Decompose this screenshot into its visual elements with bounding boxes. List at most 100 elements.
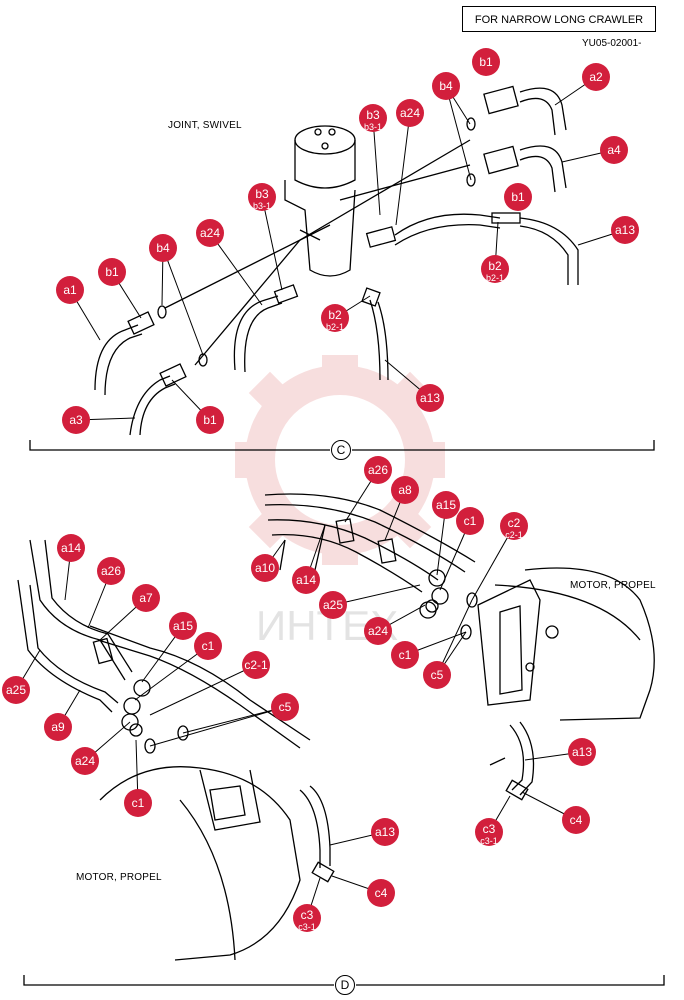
callout-label: c4: [570, 813, 583, 827]
callout-label: a14: [296, 573, 316, 587]
callout-a24: a24: [71, 747, 99, 775]
callout-a8: a8: [391, 476, 419, 504]
callout-label: c1: [132, 796, 145, 810]
callout-label: c1: [202, 639, 215, 653]
callout-a13: a13: [416, 384, 444, 412]
callout-label: a14: [61, 541, 81, 555]
callout-label: a13: [615, 223, 635, 237]
callout-a26: a26: [97, 557, 125, 585]
callout-badge-circle: [71, 747, 99, 775]
callout-label: a7: [139, 591, 153, 605]
callout-label: a25: [6, 683, 26, 697]
callout-c1: c1: [456, 507, 484, 535]
callout-badge-circle: [242, 651, 270, 679]
callout-badge-circle: [456, 507, 484, 535]
callout-label: c4: [375, 886, 388, 900]
leader-line: [471, 525, 515, 601]
callout-badge-circle: [194, 632, 222, 660]
callout-a13: a13: [611, 216, 639, 244]
callout-c4: c4: [367, 879, 395, 907]
callout-badge-circle: [562, 806, 590, 834]
callout-badge-circle: [98, 258, 126, 286]
callout-sublabel: c3-1: [298, 922, 316, 932]
callout-badge-circle: [196, 406, 224, 434]
callout-badge-circle: [57, 534, 85, 562]
callout-label: b3: [255, 187, 269, 201]
callout-sublabel: b2-1: [326, 322, 344, 332]
callout-badge-circle: [293, 904, 321, 932]
leader-line: [149, 664, 257, 716]
callout-badge-circle: [364, 617, 392, 645]
leader-line: [134, 645, 209, 701]
callout-badge-circle: [248, 183, 276, 211]
callout-a10: a10: [251, 554, 279, 582]
callout-badge-circle: [391, 476, 419, 504]
callout-label: c5: [431, 668, 444, 682]
callout-badge-circle: [2, 676, 30, 704]
callout-a4: a4: [600, 136, 628, 164]
callout-label: a8: [398, 483, 412, 497]
callout-leaders: [15, 76, 626, 919]
callout-badge-circle: [416, 384, 444, 412]
reference-code: YU05-02001-: [582, 38, 642, 49]
callout-badge-circle: [292, 566, 320, 594]
callout-badge-circle: [319, 591, 347, 619]
callout-badge-circle: [196, 219, 224, 247]
callout-label: a24: [368, 624, 388, 638]
callout-label: b3: [366, 108, 380, 122]
callout-a25: a25: [2, 676, 30, 704]
callout-badge-circle: [169, 612, 197, 640]
callout-sublabel: c3-1: [480, 836, 498, 846]
callout-badge-circle: [371, 818, 399, 846]
callout-label: b1: [105, 265, 119, 279]
callout-a9: a9: [44, 713, 72, 741]
callout-label: b4: [156, 241, 170, 255]
callout-label: c1: [464, 514, 477, 528]
callout-a13: a13: [568, 738, 596, 766]
leader-line: [149, 706, 286, 747]
callout-a24: a24: [196, 219, 224, 247]
callout-c4: c4: [562, 806, 590, 834]
section-marker-d: D: [335, 975, 355, 995]
callout-label: c2: [508, 516, 521, 530]
callout-c1: c1: [194, 632, 222, 660]
callout-badge-circle: [149, 234, 177, 262]
callout-b4: b4: [149, 234, 177, 262]
callout-badge-circle: [364, 456, 392, 484]
callout-label: a13: [375, 825, 395, 839]
callout-badge-circle: [97, 557, 125, 585]
callout-badge-circle: [568, 738, 596, 766]
callout-label: b1: [511, 190, 525, 204]
callout-a15: a15: [169, 612, 197, 640]
callout-c5: c5: [423, 661, 451, 689]
callout-label: a26: [101, 564, 121, 578]
callout-b1: b1: [504, 183, 532, 211]
callout-b1: b1: [98, 258, 126, 286]
callout-label: b4: [439, 79, 453, 93]
leader-line: [445, 85, 472, 181]
leader-line: [182, 706, 286, 734]
callout-a7: a7: [132, 584, 160, 612]
callout-label: a9: [51, 720, 65, 734]
callout-label: a15: [173, 619, 193, 633]
callout-label: c1: [399, 648, 412, 662]
callout-b4: b4: [432, 72, 460, 100]
callout-c5: c5: [271, 693, 299, 721]
callout-label: a24: [75, 754, 95, 768]
callout-badge-circle: [500, 512, 528, 540]
callout-badges: b1a2b4b3b3-1a24a4b1a13b3b3-1a24b4b1a1b2b…: [2, 48, 639, 932]
callout-badge-circle: [271, 693, 299, 721]
callout-badge-circle: [359, 104, 387, 132]
callout-label: a13: [420, 391, 440, 405]
callout-label: b2: [488, 259, 502, 273]
leader-line: [261, 196, 283, 291]
leader-line: [395, 112, 411, 226]
callout-label: a3: [69, 413, 83, 427]
callout-badge-circle: [56, 276, 84, 304]
callout-badge-circle: [391, 641, 419, 669]
callout-a14: a14: [57, 534, 85, 562]
